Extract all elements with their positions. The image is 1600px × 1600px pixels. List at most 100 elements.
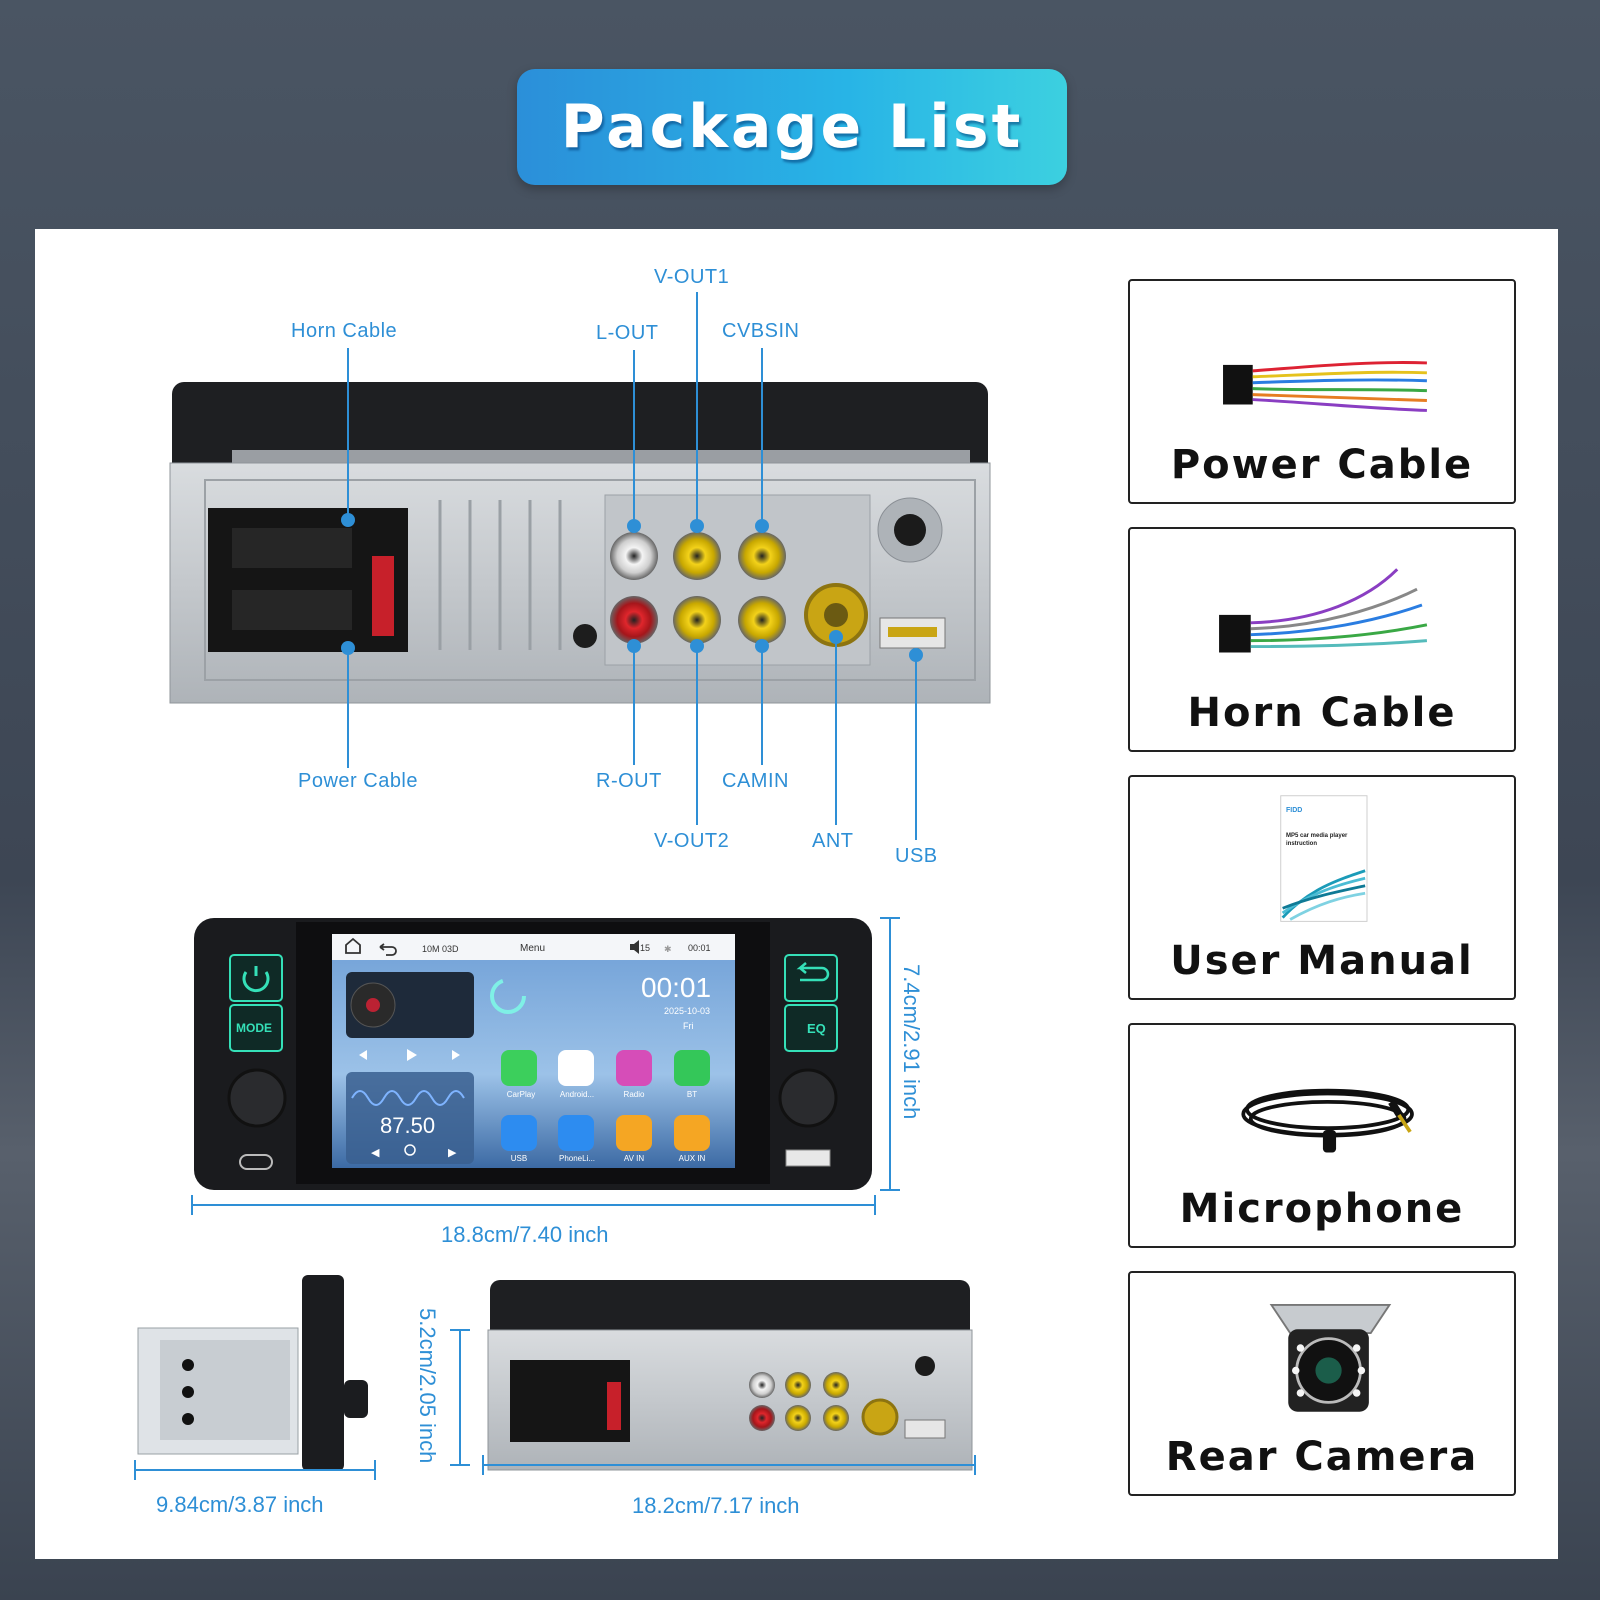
loading-ring-icon: [490, 978, 526, 1014]
callout-dot: [690, 639, 704, 653]
aux-in-app-icon[interactable]: [674, 1115, 710, 1151]
callout-dot: [755, 639, 769, 653]
status-date: 10M 03D: [422, 944, 459, 954]
item-power-cable: Power Cable: [1128, 279, 1516, 504]
item-user-manual: FIDD MP5 car media player instruction Us…: [1128, 775, 1516, 1000]
app-label-radio: Radio: [623, 1090, 645, 1099]
mode-button-label: MODE: [236, 1021, 272, 1035]
status-menu[interactable]: Menu: [520, 943, 546, 954]
callout-dot: [341, 513, 355, 527]
label-camin: CAMIN: [722, 770, 789, 792]
label-cvbsin: CVBSIN: [722, 320, 800, 342]
label-ant: ANT: [812, 830, 854, 852]
label-v-out2: V-OUT2: [654, 830, 730, 852]
volume-knob[interactable]: [227, 1068, 287, 1128]
dimension-side-depth: 9.84cm/3.87 inch: [156, 1492, 324, 1517]
microphone-icon: [1241, 1088, 1414, 1153]
app-label-phonelink: PhoneLi...: [558, 1154, 596, 1163]
front-usb-port: [785, 1149, 831, 1167]
dimension-front-height: 7.4cm/2.91 inch: [899, 964, 924, 1120]
app-grid: [501, 1050, 710, 1151]
screen-weekday: Fri: [683, 1021, 694, 1031]
usb-c-port-icon: [239, 1154, 273, 1170]
title-banner: Package List: [517, 69, 1067, 185]
item-horn-cable: Horn Cable: [1128, 527, 1516, 752]
callout-dot: [627, 639, 641, 653]
label-power-cable: Power Cable: [298, 770, 419, 792]
label-usb: USB: [895, 845, 938, 867]
power-button[interactable]: [229, 954, 283, 1002]
radio-frequency: 87.50: [380, 1113, 436, 1138]
rear-view-unit: [169, 382, 991, 704]
usb-app-icon[interactable]: [501, 1115, 537, 1151]
gps-port: [894, 514, 926, 546]
item-label: Microphone: [1179, 1186, 1465, 1232]
screen-status-bar: [332, 934, 735, 960]
radio-prev-icon: ◀: [371, 1147, 380, 1159]
dimension-rear-width: 18.2cm/7.17 inch: [632, 1493, 800, 1518]
page-title: Package List: [560, 92, 1024, 162]
radio-wave-icon: [351, 1090, 465, 1106]
power-cable-icon: [1223, 361, 1427, 412]
callout-dot: [627, 519, 641, 533]
eq-button-label: EQ: [807, 1021, 826, 1036]
bluetooth-icon: ✱: [664, 944, 672, 954]
carplay-app-icon[interactable]: [501, 1050, 537, 1086]
phonelink-app-icon[interactable]: [558, 1115, 594, 1151]
callout-dot: [829, 630, 843, 644]
play-icon: [407, 1049, 417, 1061]
av-in-app-icon[interactable]: [616, 1115, 652, 1151]
small-rear-dimension-lines: [450, 1329, 976, 1475]
front-dimension-lines: [191, 917, 900, 1215]
dimension-front-width: 18.8cm/7.40 inch: [441, 1222, 609, 1247]
rca-v-out2: [673, 596, 721, 644]
item-label: Horn Cable: [1187, 690, 1457, 736]
rca-v-out1: [673, 532, 721, 580]
rca-r-out: [610, 596, 658, 644]
user-manual-icon: [1280, 795, 1368, 922]
tune-knob[interactable]: [778, 1068, 838, 1128]
dimension-rear-height: 5.2cm/2.05 inch: [415, 1308, 440, 1464]
radio-app-icon[interactable]: [616, 1050, 652, 1086]
rca-l-out: [610, 532, 658, 580]
item-rear-camera: Rear Camera: [1128, 1271, 1516, 1496]
label-l-out: L-OUT: [596, 322, 659, 344]
app-label-bt: BT: [686, 1090, 698, 1099]
label-r-out: R-OUT: [596, 770, 662, 792]
power-icon: [242, 966, 270, 993]
mode-button[interactable]: [229, 1004, 283, 1052]
screen-date: 2025-10-03: [664, 1006, 711, 1016]
app-label-carplay: CarPlay: [506, 1090, 536, 1099]
side-dimension-lines: [134, 1460, 376, 1480]
item-label: Power Cable: [1170, 442, 1474, 488]
app-label-android: Android...: [559, 1090, 595, 1099]
bt-app-icon[interactable]: [674, 1050, 710, 1086]
manual-brand: FIDD: [1286, 807, 1303, 814]
back-button[interactable]: [784, 954, 838, 1002]
eq-button[interactable]: [784, 1004, 838, 1052]
callout-dot: [341, 641, 355, 655]
callout-dot: [755, 519, 769, 533]
side-view-unit: [137, 1275, 368, 1471]
front-view-unit: ✱ ◀ ▶: [194, 918, 872, 1190]
manual-title: MP5 car media player instruction: [1286, 833, 1348, 847]
item-label: User Manual: [1170, 938, 1474, 984]
home-icon: [345, 937, 361, 954]
android-auto-app-icon[interactable]: [558, 1050, 594, 1086]
rca-camin: [738, 596, 786, 644]
callout-dot: [690, 519, 704, 533]
horn-cable-icon: [1219, 568, 1428, 653]
speaker-icon: [630, 940, 639, 954]
status-time: 00:01: [688, 943, 711, 953]
item-microphone: Microphone: [1128, 1023, 1516, 1248]
app-label-aux-in: AUX IN: [678, 1154, 706, 1163]
app-label-av-in: AV IN: [623, 1154, 645, 1163]
radio-next-icon: ▶: [448, 1147, 457, 1159]
callout-dot: [909, 648, 923, 662]
label-horn-cable: Horn Cable: [291, 320, 398, 342]
label-v-out1: V-OUT1: [654, 266, 730, 288]
app-label-usb: USB: [510, 1154, 528, 1163]
rear-camera-icon: [1269, 1303, 1392, 1412]
status-volume: 15: [640, 943, 651, 953]
